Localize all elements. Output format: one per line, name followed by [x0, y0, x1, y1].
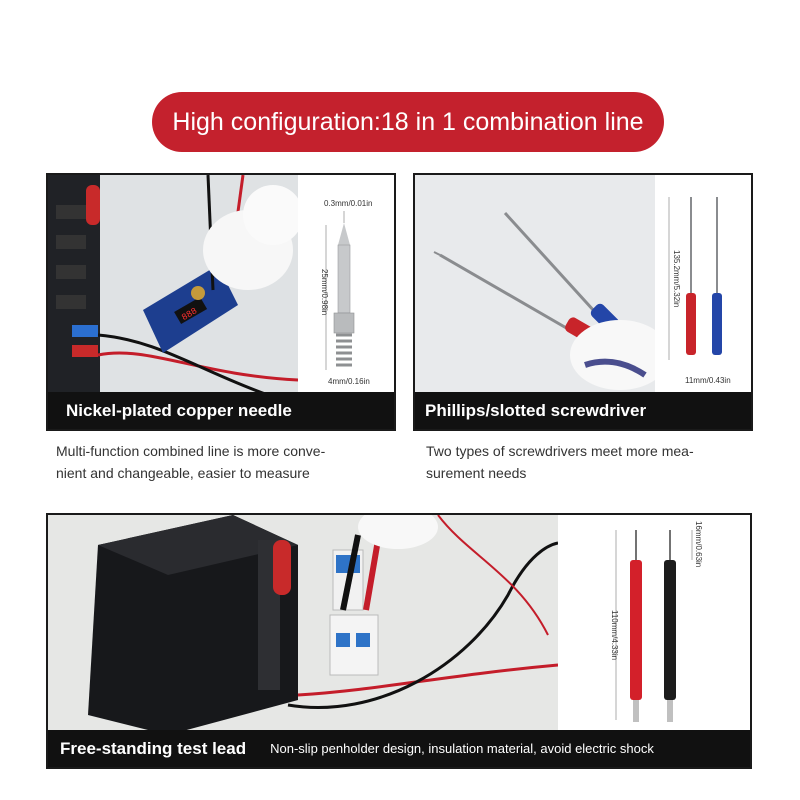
needle-dimension-drawing: 0.3mm/0.01in 25mm/0.98in 4mm/0.16in — [298, 175, 394, 395]
caption-copper-needle: Multi-function combined line is more con… — [56, 440, 325, 484]
test-lead-length-dim: 110mm/4.33in — [610, 610, 619, 660]
caption-line: Multi-function combined line is more con… — [56, 443, 326, 459]
panel-sublabel: Non-slip penholder design, insulation ma… — [270, 741, 654, 756]
caption-line: nient and changeable, easier to measure — [56, 465, 310, 481]
panel-label: Free-standing test lead — [60, 738, 247, 758]
test-lead-dimension-drawing: 110mm/4.33in 16mm/0.63in — [558, 515, 748, 735]
caption-line: surement needs — [426, 465, 527, 481]
screwdriver-width-dim: 11mm/0.43in — [685, 376, 731, 385]
panel-screwdriver: 135.2mm/5.32in 11mm/0.43in Phillips/slot… — [413, 173, 753, 431]
page-title: High configuration:18 in 1 combination l… — [152, 92, 664, 152]
needle-base-dim: 4mm/0.16in — [328, 377, 370, 386]
needle-length-dim: 25mm/0.98in — [320, 269, 329, 315]
needle-tip-dim: 0.3mm/0.01in — [324, 199, 372, 208]
screwdriver-length-dim: 135.2mm/5.32in — [672, 250, 681, 307]
product-photo-test-lead — [48, 515, 558, 735]
panel-label: Phillips/slotted screwdriver — [425, 400, 647, 420]
label-bar: Nickel-plated copper needle — [48, 392, 394, 429]
screwdriver-dimension-drawing: 135.2mm/5.32in 11mm/0.43in — [655, 175, 751, 395]
label-bar: Free-standing test lead Non-slip penhold… — [48, 730, 750, 767]
panel-test-lead: 110mm/4.33in 16mm/0.63in Free-standing t… — [46, 513, 752, 769]
product-photo-screwdrivers — [415, 175, 655, 395]
product-photo-multimeter-needle: 888 — [48, 175, 298, 395]
label-bar: Phillips/slotted screwdriver — [415, 392, 751, 429]
panel-label: Nickel-plated copper needle — [66, 400, 292, 420]
caption-line: Two types of screwdrivers meet more mea- — [426, 443, 694, 459]
panel-copper-needle: 888 0.3mm/0.01in 25mm/0.98in 4mm/0.16in … — [46, 173, 396, 431]
test-lead-tip-dim: 16mm/0.63in — [694, 521, 703, 567]
caption-screwdriver: Two types of screwdrivers meet more mea-… — [426, 440, 694, 484]
